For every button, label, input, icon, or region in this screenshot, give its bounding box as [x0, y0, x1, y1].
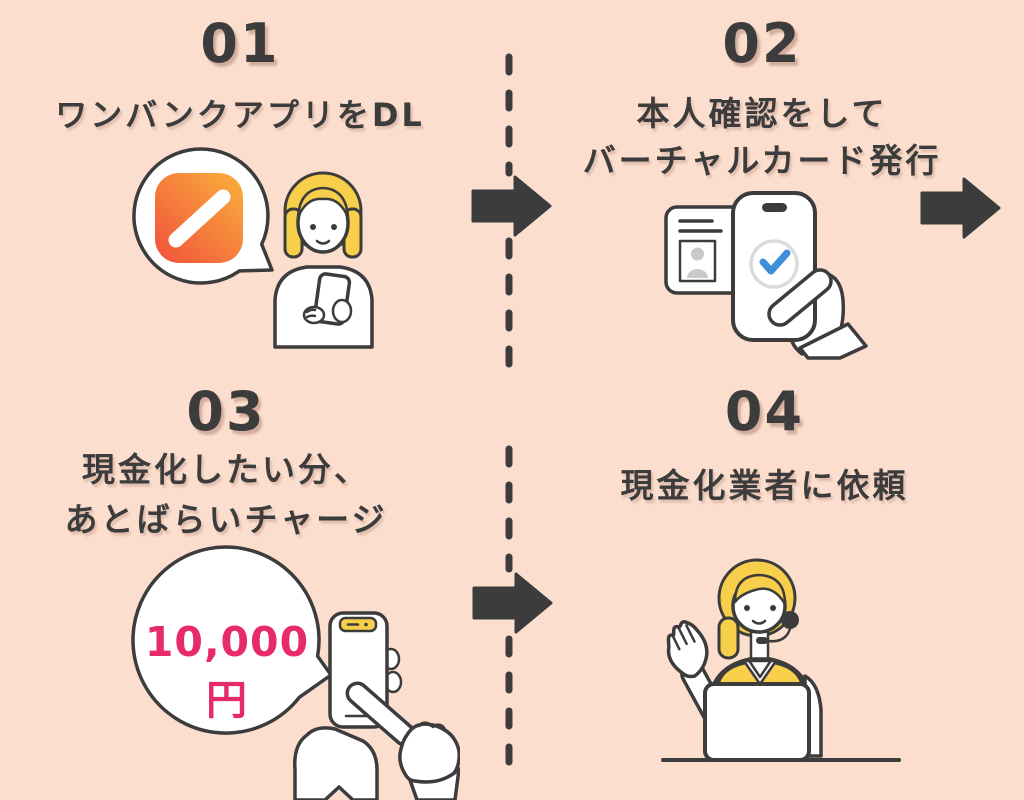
- step-1-illustration: [132, 147, 374, 349]
- waving-hand: [666, 620, 709, 679]
- step-4-number: 04: [724, 380, 805, 443]
- hands-with-phone-illustration: [293, 611, 460, 800]
- identity-verified-check-icon: [759, 249, 791, 275]
- arrow-right-icon: [471, 175, 552, 237]
- step-3-number: 03: [186, 380, 266, 443]
- step-1-title-line: ワンバンクアプリをDL: [55, 96, 425, 134]
- speech-bubble-icon: [131, 545, 333, 735]
- support-operator-illustration: [661, 558, 901, 762]
- laptop-icon: [703, 682, 811, 762]
- step-3-title-line: あとばらいチャージ: [64, 500, 388, 539]
- arrow-right-icon: [472, 572, 553, 634]
- headset-mic-arm: [767, 627, 792, 643]
- step-2-title-line: バーチャルカード発行: [582, 141, 942, 180]
- woman-with-phone-illustration: [273, 171, 374, 349]
- step-3-title-line: 現金化したい分、: [82, 450, 370, 489]
- headset-earpiece-icon: [781, 611, 799, 629]
- step-2-illustration: [664, 191, 868, 360]
- step-2-heading: 02 本人確認をして バーチャルカード発行: [512, 17, 1012, 184]
- step-4-title: 現金化業者に依頼: [512, 462, 1017, 509]
- phone-notch: [762, 203, 787, 212]
- step-1-heading: 01 ワンバンクアプリをDL: [0, 17, 480, 139]
- right-wrist: [408, 767, 460, 800]
- step-4-title-line: 現金化業者に依頼: [620, 466, 909, 505]
- step-1-number: 01: [200, 12, 280, 75]
- step-2-title-line: 本人確認をして: [636, 94, 888, 133]
- step-3-illustration: [131, 545, 460, 800]
- step-2-title: 本人確認をして バーチャルカード発行: [512, 90, 1012, 184]
- step-1-title: ワンバンクアプリをDL: [0, 92, 480, 139]
- slash-glyph: [168, 189, 231, 248]
- onebank-app-icon: [155, 173, 243, 263]
- thumb: [767, 268, 833, 327]
- step-3-title: 現金化したい分、 あとばらいチャージ: [0, 445, 452, 545]
- step-3-heading: 03 現金化したい分、 あとばらいチャージ: [0, 385, 452, 545]
- left-hand: [293, 726, 379, 800]
- step-4-illustration: [661, 558, 901, 762]
- phone-verification-illustration: [731, 191, 868, 360]
- arrow-right-icon: [920, 177, 1001, 239]
- step-4-heading: 04 現金化業者に依頼: [512, 385, 1017, 509]
- step-2-number: 02: [722, 12, 802, 75]
- headset-mic-icon: [756, 637, 768, 644]
- wrist: [798, 322, 868, 360]
- bubble-amount-text: 10,000円: [144, 618, 310, 724]
